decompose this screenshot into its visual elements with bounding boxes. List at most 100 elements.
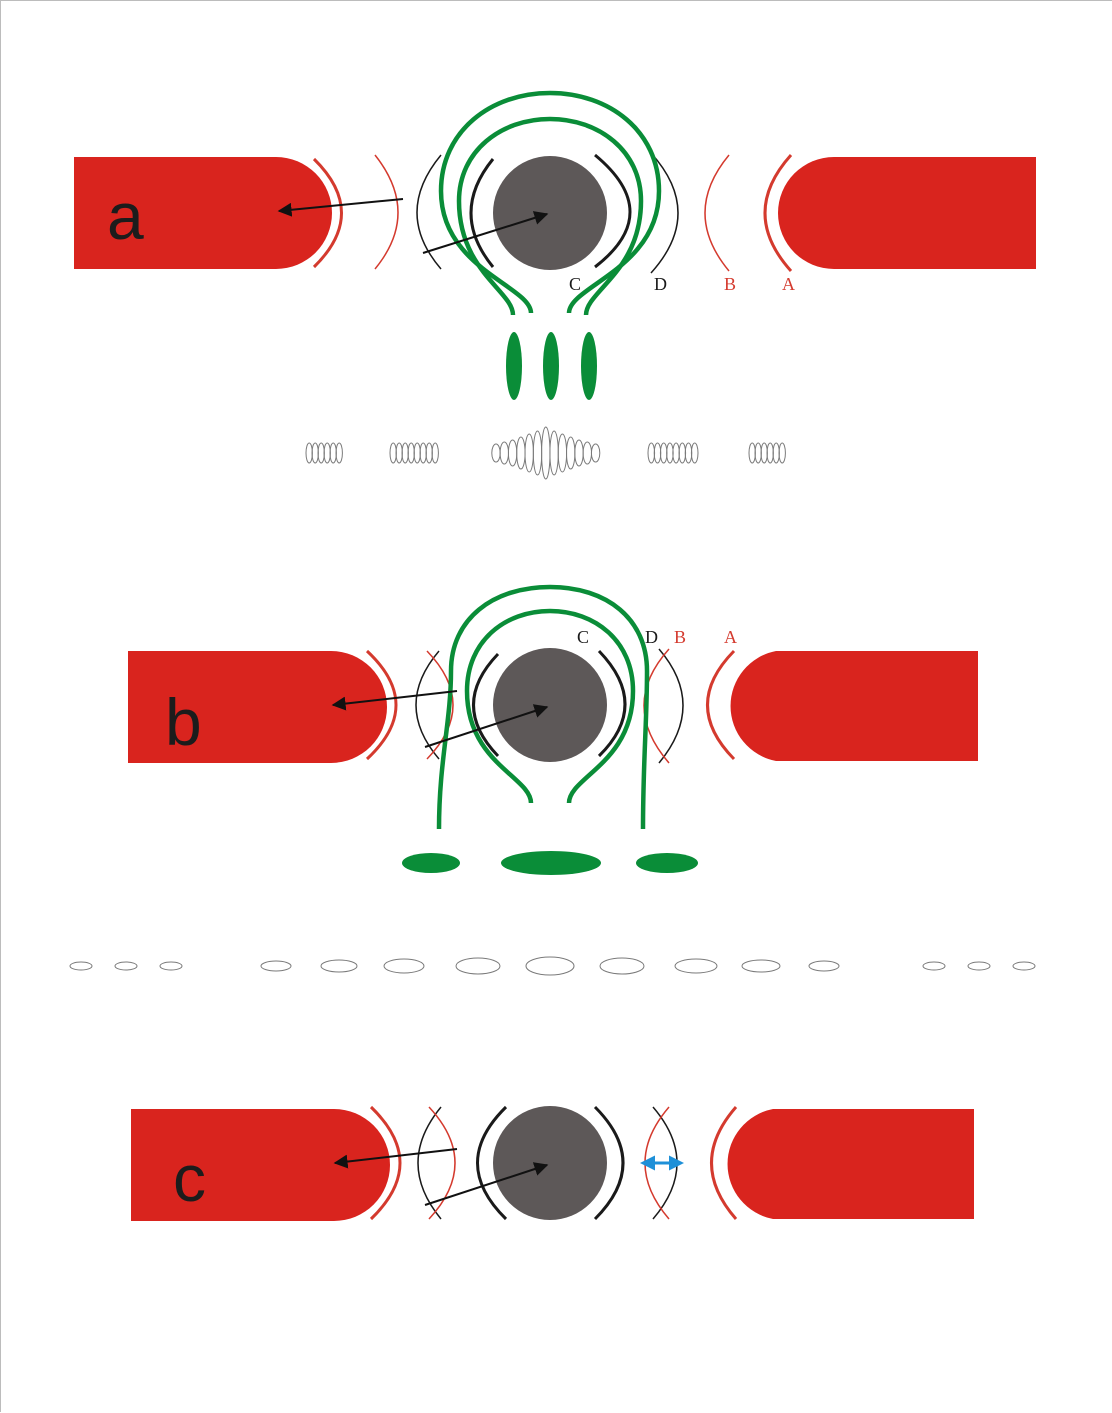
arc-a-right [710,1106,738,1220]
label-a: A [782,274,795,294]
label-a: A [724,627,737,647]
bubble [582,441,592,465]
bubble [532,430,543,476]
particle [493,648,607,762]
bubble [419,442,427,464]
label-c: C [569,274,581,294]
arc-d-left [417,1106,442,1220]
arrow-to-particle [424,1162,549,1206]
particle [493,1106,607,1220]
right-electrode [730,651,978,761]
panel-b: b C D B A [69,584,1036,976]
bubble [401,442,409,464]
right-electrode [778,157,1036,269]
arc-b-right [704,154,730,272]
arc-b-right [643,648,670,764]
arc-c-left [472,652,500,758]
bubble [114,961,138,971]
panel-letter: b [165,685,202,759]
bubble [760,442,768,464]
bubble [772,442,780,464]
droplet [581,332,597,400]
arrow-to-electrode [331,690,458,711]
arrow-to-particle [424,704,549,748]
bubble [653,442,662,464]
bubble [1012,961,1036,971]
bubble [323,442,331,464]
bubble [541,426,551,480]
right-electrode [727,1109,974,1219]
bubble [455,957,501,975]
bubble [524,433,534,473]
arc-a-right [706,649,736,761]
left-electrode [74,157,332,269]
bubble [666,442,674,464]
arc-a-right [763,153,793,273]
arc-c-left [476,1105,508,1221]
bubble [159,961,183,971]
arc-d-right [650,152,679,274]
bubble [549,430,559,476]
bubble [557,433,568,473]
left-electrode [131,1109,390,1221]
arc-c-right [593,1105,625,1221]
arc-b-left [426,650,454,760]
arc-c-right [594,153,632,269]
arc-b-left [374,154,399,270]
droplet [543,332,559,400]
bubble [754,442,762,464]
label-c: C [577,627,589,647]
panel-letter: a [107,179,144,253]
bubble [507,439,518,467]
droplet [636,853,698,873]
bubble [305,442,313,464]
bubble [329,442,337,464]
bubble-row [305,426,786,480]
bubble [922,961,946,971]
arc-a-left [369,1105,402,1221]
bubble [499,441,509,465]
arc-b-left [428,1106,456,1220]
bubble [431,442,439,464]
arrow-to-electrode [277,198,404,217]
label-d: D [654,274,667,294]
bubble [320,959,358,973]
arc-d-left [416,154,442,270]
bubble [389,442,397,464]
bubble [574,439,584,467]
bubble [566,436,576,470]
field-line-inner [456,116,644,316]
arc-a-left [312,157,343,269]
bubble [684,442,693,464]
arc-d-left [415,650,440,760]
bubble [260,960,292,972]
bubble [766,442,774,464]
bubble [647,442,656,464]
arc-a-left [365,649,398,761]
field-line-outer [438,90,662,314]
bubble [335,442,343,464]
bubble [407,442,415,464]
bubble [69,961,93,971]
bubble [383,958,425,974]
bubble [678,442,687,464]
particle [493,156,607,270]
bubble [311,442,319,464]
arc-d-right [658,648,684,764]
bubble [748,442,756,464]
arrow-to-particle [422,211,549,254]
bubble [395,442,403,464]
droplet [506,332,522,400]
bubble [741,959,781,973]
droplet [402,853,460,873]
bubble [590,443,601,463]
bubble [425,442,433,464]
left-electrode [128,651,387,763]
arc-c-left [469,158,495,268]
arc-c-right [597,649,627,758]
panel-letter: c [173,1141,206,1215]
label-b: B [674,627,686,647]
panel-c: c [131,1105,974,1221]
bubble [516,436,526,470]
